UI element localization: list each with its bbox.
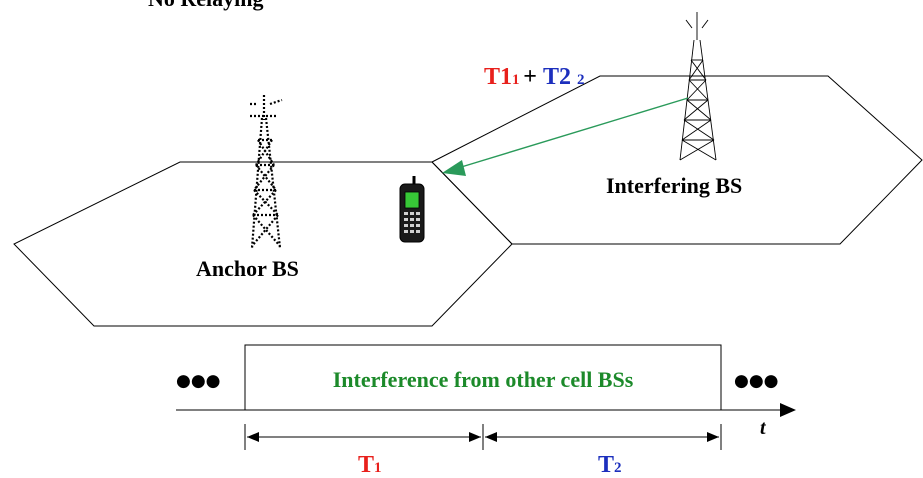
- interfering-bs-label: Interfering BS: [606, 173, 742, 198]
- dots-left: ●●●: [176, 371, 221, 391]
- t1-interval-label: T1: [358, 452, 382, 478]
- anchor-cell-hexagon: [13, 161, 513, 327]
- sum-t1-sub: 1: [512, 72, 523, 88]
- diagram-title: No Relaying: [148, 0, 264, 11]
- mobile-phone-icon: [399, 176, 425, 243]
- interfering-bs-tower-icon: [679, 12, 717, 161]
- timeline: Interference from other cell BSs ●●● ●●●…: [176, 344, 796, 478]
- anchor-bs-tower-icon: [250, 95, 283, 249]
- interference-box-text: Interference from other cell BSs: [333, 367, 634, 392]
- interfering-cell-hexagon: [431, 75, 923, 245]
- t2-base: T: [598, 452, 614, 478]
- sum-t1-base: T1: [484, 64, 512, 90]
- time-axis-arrowhead: [780, 403, 796, 417]
- t1-base: T: [358, 452, 374, 478]
- sum-plus: +: [523, 64, 537, 90]
- time-axis-label: t: [760, 417, 767, 439]
- interference-arrow: [442, 97, 689, 176]
- t2-sub: 2: [614, 460, 622, 476]
- t1-interval-arrow: [247, 432, 481, 442]
- interference-sum-label: T11 +T2 2: [484, 64, 584, 90]
- t2-interval-label: T2: [598, 452, 622, 478]
- sum-t2-base: T2: [543, 64, 571, 90]
- sum-t2-sub: 2: [577, 72, 585, 88]
- interference-box: [244, 344, 722, 411]
- dots-right: ●●●: [734, 371, 779, 391]
- t1-sub: 1: [374, 460, 382, 476]
- anchor-bs-label: Anchor BS: [196, 256, 299, 281]
- t2-interval-arrow: [485, 432, 719, 442]
